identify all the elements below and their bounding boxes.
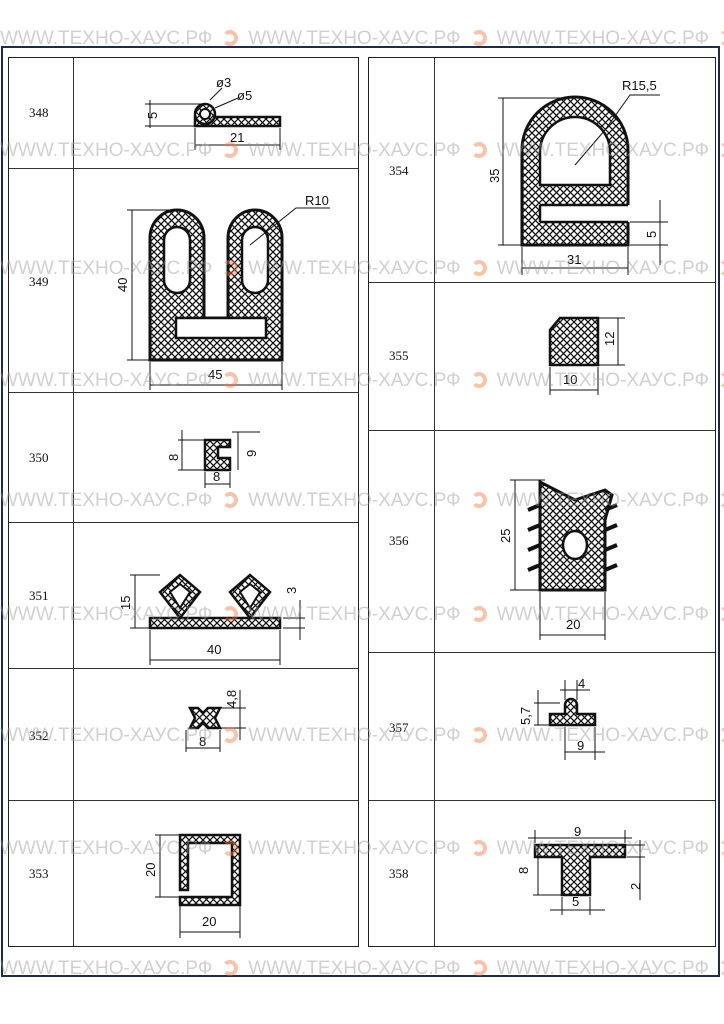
profile-number: 357: [389, 720, 409, 735]
profile-351-drawing: [130, 573, 305, 665]
number-column: [369, 58, 435, 946]
dim-label: 25: [498, 529, 513, 543]
dim-label: 8: [199, 734, 206, 749]
row-divider: [9, 668, 358, 669]
dim-label: 21: [230, 130, 244, 145]
dim-label: 31: [567, 252, 581, 267]
dim-label: 20: [202, 914, 216, 929]
profile-352-drawing: [185, 690, 246, 752]
dim-label: ø3: [216, 75, 231, 90]
dim-label: 2: [628, 883, 643, 890]
profile-353-drawing: [155, 833, 242, 938]
row-divider: [369, 282, 715, 283]
dim-label: 35: [487, 169, 502, 183]
dim-label: 9: [574, 824, 581, 839]
dim-label: 9: [577, 738, 584, 753]
row-divider: [9, 168, 358, 169]
dim-label: 20: [143, 863, 158, 877]
dim-label: 3: [284, 587, 299, 594]
dim-label: 5: [572, 894, 579, 909]
dim-label: 9: [244, 450, 259, 457]
profile-number: 356: [389, 533, 409, 548]
dim-label: 12: [602, 332, 617, 346]
dim-label: 5: [644, 231, 659, 238]
profile-number: 348: [29, 105, 49, 120]
profile-number: 353: [29, 866, 49, 881]
dim-label: 5: [145, 112, 160, 119]
profile-357-drawing: [534, 680, 605, 760]
row-divider: [369, 430, 715, 431]
dim-label: 45: [208, 367, 222, 382]
dim-label: 5,7: [518, 707, 533, 725]
dim-label: 8: [516, 867, 531, 874]
row-divider: [9, 392, 358, 393]
profile-349-drawing: [127, 207, 330, 390]
profile-number: 355: [389, 348, 409, 363]
profile-355-drawing: [548, 316, 625, 395]
profile-number: 352: [29, 728, 49, 743]
dim-label: 40: [207, 642, 221, 657]
profile-number: 358: [389, 866, 409, 881]
profiles-table-right: 354 355 356 357 358: [368, 57, 716, 947]
profile-356-drawing: [510, 479, 618, 640]
profile-348-drawing: [145, 87, 282, 150]
dim-label: R15,5: [622, 78, 657, 93]
dim-label: 8: [213, 469, 220, 484]
dim-label: R10: [305, 193, 329, 208]
dim-label: 40: [115, 278, 130, 292]
row-divider: [9, 800, 358, 801]
row-divider: [369, 652, 715, 653]
row-divider: [9, 522, 358, 523]
profile-354-drawing: [498, 94, 668, 275]
row-divider: [369, 800, 715, 801]
profile-number: 350: [29, 450, 49, 465]
page-frame: [1, 46, 720, 977]
dim-label: 10: [563, 372, 577, 387]
profile-350-drawing: [178, 430, 260, 488]
dim-label: 15: [118, 596, 133, 610]
profile-number: 351: [29, 588, 49, 603]
profiles-table-left: 348 349 350 351 352 353: [8, 57, 359, 947]
dim-label: 4,8: [224, 690, 239, 708]
dim-label: 20: [566, 617, 580, 632]
dim-label: ø5: [237, 88, 252, 103]
profile-358-drawing: [528, 830, 645, 915]
number-column: [9, 58, 74, 946]
dim-label: 8: [166, 454, 181, 461]
dim-label: 4: [578, 676, 585, 691]
profile-number: 349: [29, 274, 49, 289]
profile-number: 354: [389, 163, 409, 178]
